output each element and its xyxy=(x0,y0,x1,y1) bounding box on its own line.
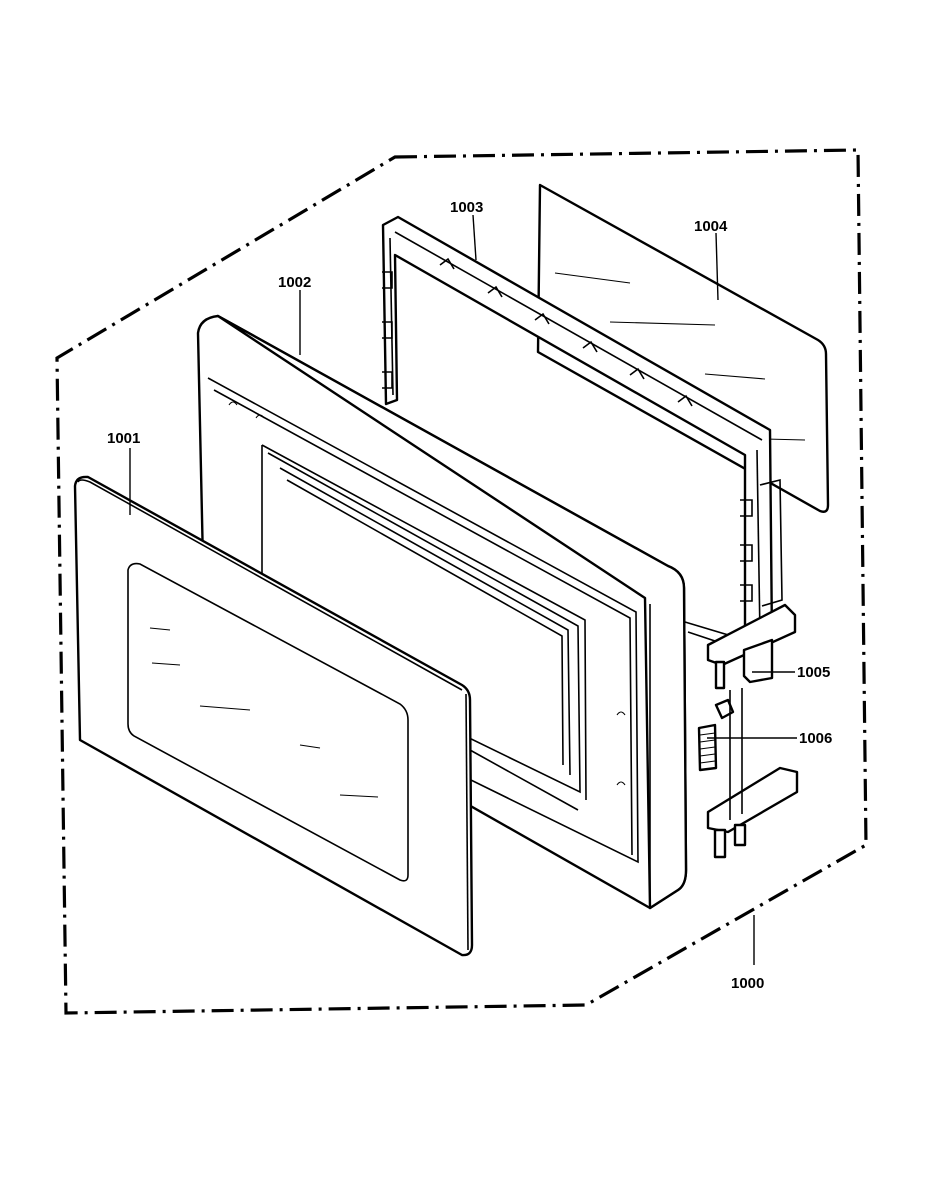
door-panel xyxy=(73,475,474,957)
label-1000: 1000 xyxy=(731,975,764,992)
label-1001: 1001 xyxy=(107,430,140,447)
latch-spring xyxy=(697,698,735,772)
label-1003: 1003 xyxy=(450,199,483,216)
label-1004: 1004 xyxy=(694,218,728,235)
latch-hook xyxy=(706,478,797,690)
latch-lower xyxy=(706,688,799,859)
label-1005: 1005 xyxy=(797,664,830,681)
assembly-boundary xyxy=(55,148,868,1015)
label-1006: 1006 xyxy=(799,730,832,747)
leader-lines xyxy=(129,214,797,965)
label-1002: 1002 xyxy=(278,274,311,291)
